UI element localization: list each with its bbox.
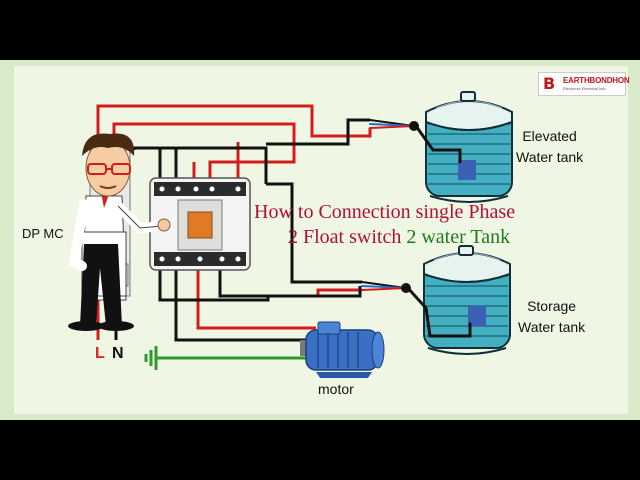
elevated-label-line-2: Water tank (516, 149, 584, 165)
title-line-2-part-1: 2 Float switch (288, 226, 407, 248)
motor-label: motor (318, 381, 354, 397)
line-label-l: L (95, 345, 105, 362)
elevated-float-switch (458, 160, 476, 180)
logo-brand: EARTHBONDHON (563, 76, 630, 85)
elevated-water-tank (425, 91, 513, 203)
line-label-n: N (112, 345, 124, 362)
earth-wire (144, 346, 308, 370)
dp-mcb-label: DP MC (22, 226, 64, 241)
control-wiring (96, 104, 372, 342)
storage-tank-label: Storage Water tank (518, 296, 585, 338)
storage-label-line-2: Water tank (518, 319, 586, 335)
motor (300, 321, 385, 378)
diagram-title: How to Connection single Phase 2 Float s… (254, 200, 515, 250)
title-line-1: How to Connection single Phase (254, 201, 516, 223)
magnetic-contactor (149, 177, 251, 271)
storage-label-line-1: Storage (527, 298, 577, 314)
float-switch-cables (361, 119, 472, 338)
logo-tagline: Electronic Electrical Info (563, 86, 606, 91)
storage-water-tank (423, 245, 511, 355)
title-line-2: 2 Float switch 2 water Tank (254, 225, 515, 250)
elevated-tank-label: Elevated Water tank (516, 126, 583, 168)
title-line-2-part-2: 2 water Tank (406, 226, 511, 248)
earthbondhon-logo: B EARTHBONDHON Electronic Electrical Inf… (538, 72, 630, 96)
storage-float-switch (468, 306, 486, 326)
cartoon-person (68, 133, 171, 331)
logo-mark: B (543, 74, 556, 93)
elevated-label-line-1: Elevated (522, 128, 577, 144)
